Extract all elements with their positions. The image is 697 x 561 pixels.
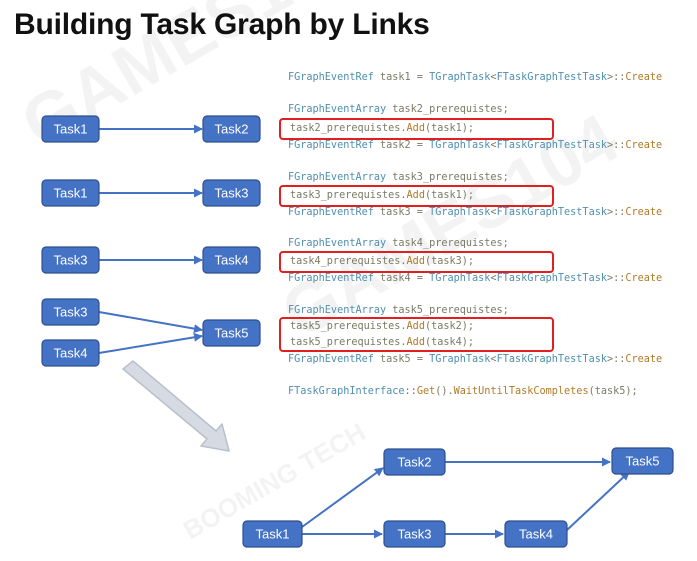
node-task2[interactable]: Task2 bbox=[202, 115, 261, 143]
code-panel: FGraphEventRef task1 = TGraphTask<FTaskG… bbox=[279, 72, 662, 397]
code-line-decl-task4: FGraphEventArray task4_prerequistes; bbox=[288, 238, 509, 249]
highlight-box-add-task3 bbox=[279, 185, 554, 207]
node-label: Task5 bbox=[626, 454, 660, 469]
result-node-task1[interactable]: Task1 bbox=[242, 520, 303, 548]
node-label: Task2 bbox=[398, 455, 432, 470]
code-line-add-task5-a: task5_prerequistes.Add(task2); bbox=[290, 321, 474, 332]
result-node-task3[interactable]: Task3 bbox=[383, 520, 446, 548]
node-label: Task4 bbox=[519, 527, 553, 542]
code-line-decl-task2: FGraphEventArray task2_prerequistes; bbox=[288, 104, 509, 115]
link-example-2: Task1 Task3 bbox=[41, 179, 261, 207]
transition-arrow-icon bbox=[122, 360, 230, 452]
node-label: Task5 bbox=[215, 326, 249, 341]
code-line-create-task4: FGraphEventRef task4 = TGraphTask<FTaskG… bbox=[288, 273, 662, 284]
edge-task1-task2 bbox=[301, 467, 384, 528]
code-line-decl-task5: FGraphEventArray task5_prerequistes; bbox=[288, 305, 509, 316]
node-task3[interactable]: Task3 bbox=[41, 298, 100, 326]
code-line-create-task2: FGraphEventRef task2 = TGraphTask<FTaskG… bbox=[288, 140, 662, 151]
highlight-box-add-task2 bbox=[279, 118, 554, 140]
node-label: Task3 bbox=[54, 305, 88, 320]
edge-task3-task5 bbox=[98, 311, 203, 334]
edge-task4-task5 bbox=[98, 332, 203, 354]
link-example-3: Task3 Task4 bbox=[41, 246, 261, 274]
node-label: Task4 bbox=[54, 346, 88, 361]
node-task3[interactable]: Task3 bbox=[202, 179, 261, 207]
node-label: Task1 bbox=[54, 186, 88, 201]
node-task4[interactable]: Task4 bbox=[202, 246, 261, 274]
slide-title: Building Task Graph by Links bbox=[14, 8, 430, 41]
link-example-4: Task3 Task4 Task5 bbox=[41, 298, 261, 367]
result-graph: Task1 Task2 Task3 Task4 Task5 bbox=[242, 447, 674, 548]
result-node-task2[interactable]: Task2 bbox=[383, 448, 446, 476]
node-label: Task3 bbox=[215, 186, 249, 201]
edge-task4-task5 bbox=[566, 471, 630, 531]
node-task3[interactable]: Task3 bbox=[41, 246, 100, 274]
code-line-add-task5-b: task5_prerequistes.Add(task4); bbox=[290, 337, 474, 348]
node-task1[interactable]: Task1 bbox=[41, 115, 100, 143]
code-line-create-task1: FGraphEventRef task1 = TGraphTask<FTaskG… bbox=[288, 72, 662, 83]
node-task4[interactable]: Task4 bbox=[41, 339, 100, 367]
node-label: Task3 bbox=[54, 253, 88, 268]
node-task1[interactable]: Task1 bbox=[41, 179, 100, 207]
node-label: Task3 bbox=[398, 527, 432, 542]
node-label: Task2 bbox=[215, 122, 249, 137]
link-example-1: Task1 Task2 bbox=[41, 115, 261, 143]
code-line-add-task2: task2_prerequistes.Add(task1); bbox=[290, 123, 474, 134]
code-line-add-task4: task4_prerequistes.Add(task3); bbox=[290, 256, 474, 267]
node-task5[interactable]: Task5 bbox=[202, 319, 261, 347]
code-line-create-task3: FGraphEventRef task3 = TGraphTask<FTaskG… bbox=[288, 207, 662, 218]
code-line-wait: FTaskGraphInterface::Get().WaitUntilTask… bbox=[288, 386, 638, 397]
code-line-decl-task3: FGraphEventArray task3_prerequistes; bbox=[288, 172, 509, 183]
code-line-add-task3: task3_prerequistes.Add(task1); bbox=[290, 190, 474, 201]
code-line-create-task5: FGraphEventRef task5 = TGraphTask<FTaskG… bbox=[288, 354, 662, 365]
node-label: Task1 bbox=[54, 122, 88, 137]
highlight-box-add-task5 bbox=[279, 317, 554, 352]
highlight-box-add-task4 bbox=[279, 251, 554, 273]
node-label: Task4 bbox=[215, 253, 249, 268]
result-node-task5[interactable]: Task5 bbox=[611, 447, 674, 475]
result-node-task4[interactable]: Task4 bbox=[504, 520, 568, 548]
node-label: Task1 bbox=[256, 527, 290, 542]
